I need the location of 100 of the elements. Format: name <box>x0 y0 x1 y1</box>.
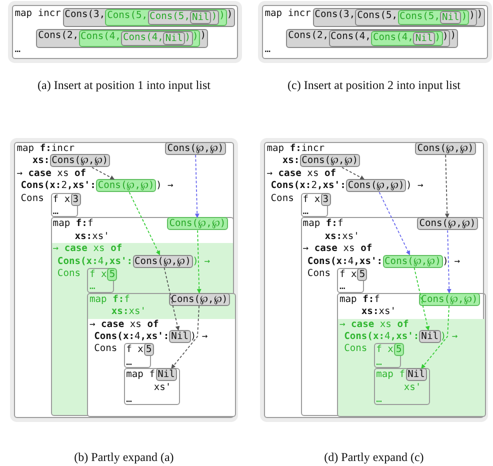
code-frame <box>374 343 402 368</box>
value-pill <box>105 9 227 26</box>
code-text: Cons(4, <box>122 32 164 44</box>
dashed-arrow <box>196 230 202 294</box>
dashed-arrow <box>92 166 115 180</box>
code-text: map f:incr <box>16 143 74 154</box>
value-pill: Cons(℘,℘) <box>415 142 476 155</box>
dashed-arrow <box>342 166 365 180</box>
caption: (a) Insert at position 1 into input list <box>38 78 210 93</box>
code-text: f x <box>339 268 357 280</box>
code-text: Cons(5, <box>150 11 190 22</box>
code-text: map incr <box>14 8 61 20</box>
value-pill: Cons(℘,℘) <box>300 154 360 168</box>
code-frame <box>337 292 486 417</box>
code-frame <box>87 292 236 417</box>
code-text: map f:f <box>339 294 380 305</box>
code-text: Cons(x:4,xs': <box>94 330 170 342</box>
code-text: Cons(4, <box>372 32 414 44</box>
code-text: map f <box>376 369 405 380</box>
code-text: … <box>264 44 270 55</box>
value-pill: Cons(℘,℘) <box>417 217 478 230</box>
code-text: f x <box>376 344 394 356</box>
dashed-arrow <box>194 154 200 218</box>
value-pill: Cons(℘,℘) <box>419 292 480 306</box>
code-text: ) → <box>442 256 460 267</box>
value-pill <box>398 10 470 26</box>
code-text: xs' <box>154 382 172 393</box>
code-text: Cons(4, <box>330 31 371 42</box>
code-text: … <box>376 356 382 368</box>
code-frame <box>50 217 234 416</box>
code-text: xs: <box>32 155 50 166</box>
code-frame <box>124 368 180 406</box>
code-text: ) <box>434 32 441 44</box>
code-text: Cons(5, <box>107 10 148 22</box>
code-frame <box>50 192 78 218</box>
code-text: ) <box>192 31 198 42</box>
code-text: map f:f <box>89 294 130 305</box>
value-pill: Nil <box>169 330 190 343</box>
code-text: xs: <box>282 155 300 166</box>
dashed-arrow <box>414 267 430 331</box>
value-pill: Nil <box>419 330 440 343</box>
code-text: → case xs of <box>339 318 409 330</box>
code-text: Cons(4, <box>80 31 121 42</box>
code-text: f x <box>52 194 70 205</box>
code-text: ) <box>442 31 448 42</box>
code-text: … <box>126 356 132 368</box>
code-frame <box>124 343 152 368</box>
code-text: ) → <box>192 256 210 267</box>
value-pill <box>355 9 477 26</box>
code-text: … <box>14 44 20 55</box>
dashed-arrow <box>164 267 180 331</box>
code-frame <box>374 368 430 406</box>
value-pill: Nil <box>156 368 177 382</box>
value-pill: Nil <box>406 368 427 382</box>
code-text: ) <box>200 30 206 42</box>
code-text: … <box>89 281 96 292</box>
code-text: Cons(3, <box>64 9 106 20</box>
value-pill: Nil <box>440 11 462 24</box>
value-pill: Nil <box>190 11 212 24</box>
code-text: → case xs of <box>302 243 372 254</box>
value-pill: Cons(℘,℘) <box>96 179 156 192</box>
code-text: Cons <box>94 343 118 354</box>
code-text: xs:xs' <box>361 306 396 318</box>
code-text: xs:xs' <box>74 230 110 242</box>
code-text: … <box>52 206 59 217</box>
value-pill <box>286 29 458 48</box>
code-text: f x <box>302 194 320 205</box>
code-text: … <box>126 394 132 405</box>
code-text: Cons(5, <box>357 10 398 22</box>
code-text: … <box>302 206 309 217</box>
code-text: map f <box>126 369 155 380</box>
dashed-arrow <box>421 305 450 369</box>
code-text: ) <box>219 10 225 22</box>
code-text: … <box>376 394 382 405</box>
value-pill <box>370 31 443 46</box>
code-text: map incr <box>264 8 311 20</box>
code-frame <box>87 268 114 293</box>
code-text: map f:f <box>302 218 344 230</box>
code-frame <box>300 192 328 218</box>
value-pill: Cons(℘,℘) <box>169 292 230 306</box>
code-text: Cons(2, <box>288 30 329 42</box>
code-text: Cons(x:2,xs': <box>20 180 96 192</box>
dashed-arrow <box>128 192 160 256</box>
value-pill: 3 <box>70 192 80 206</box>
code-text: ) <box>476 9 483 20</box>
value-pill: Cons(℘,℘) <box>50 154 110 168</box>
caption: (b) Partly expand (a) <box>74 450 174 465</box>
value-pill <box>120 31 193 46</box>
code-text: ) → <box>440 330 458 342</box>
code-text: Cons <box>307 268 331 279</box>
value-pill: Nil <box>413 32 435 46</box>
code-text: Cons(x:4,xs': <box>57 256 133 267</box>
value-pill <box>328 30 450 48</box>
code-text: ) → <box>406 180 424 192</box>
value-pill: 5 <box>107 268 118 281</box>
code-text: → case xs of <box>266 168 336 179</box>
code-text: ) <box>184 32 191 44</box>
code-text: Cons <box>344 343 368 354</box>
code-text: ) <box>450 30 456 42</box>
value-pill <box>148 10 220 26</box>
